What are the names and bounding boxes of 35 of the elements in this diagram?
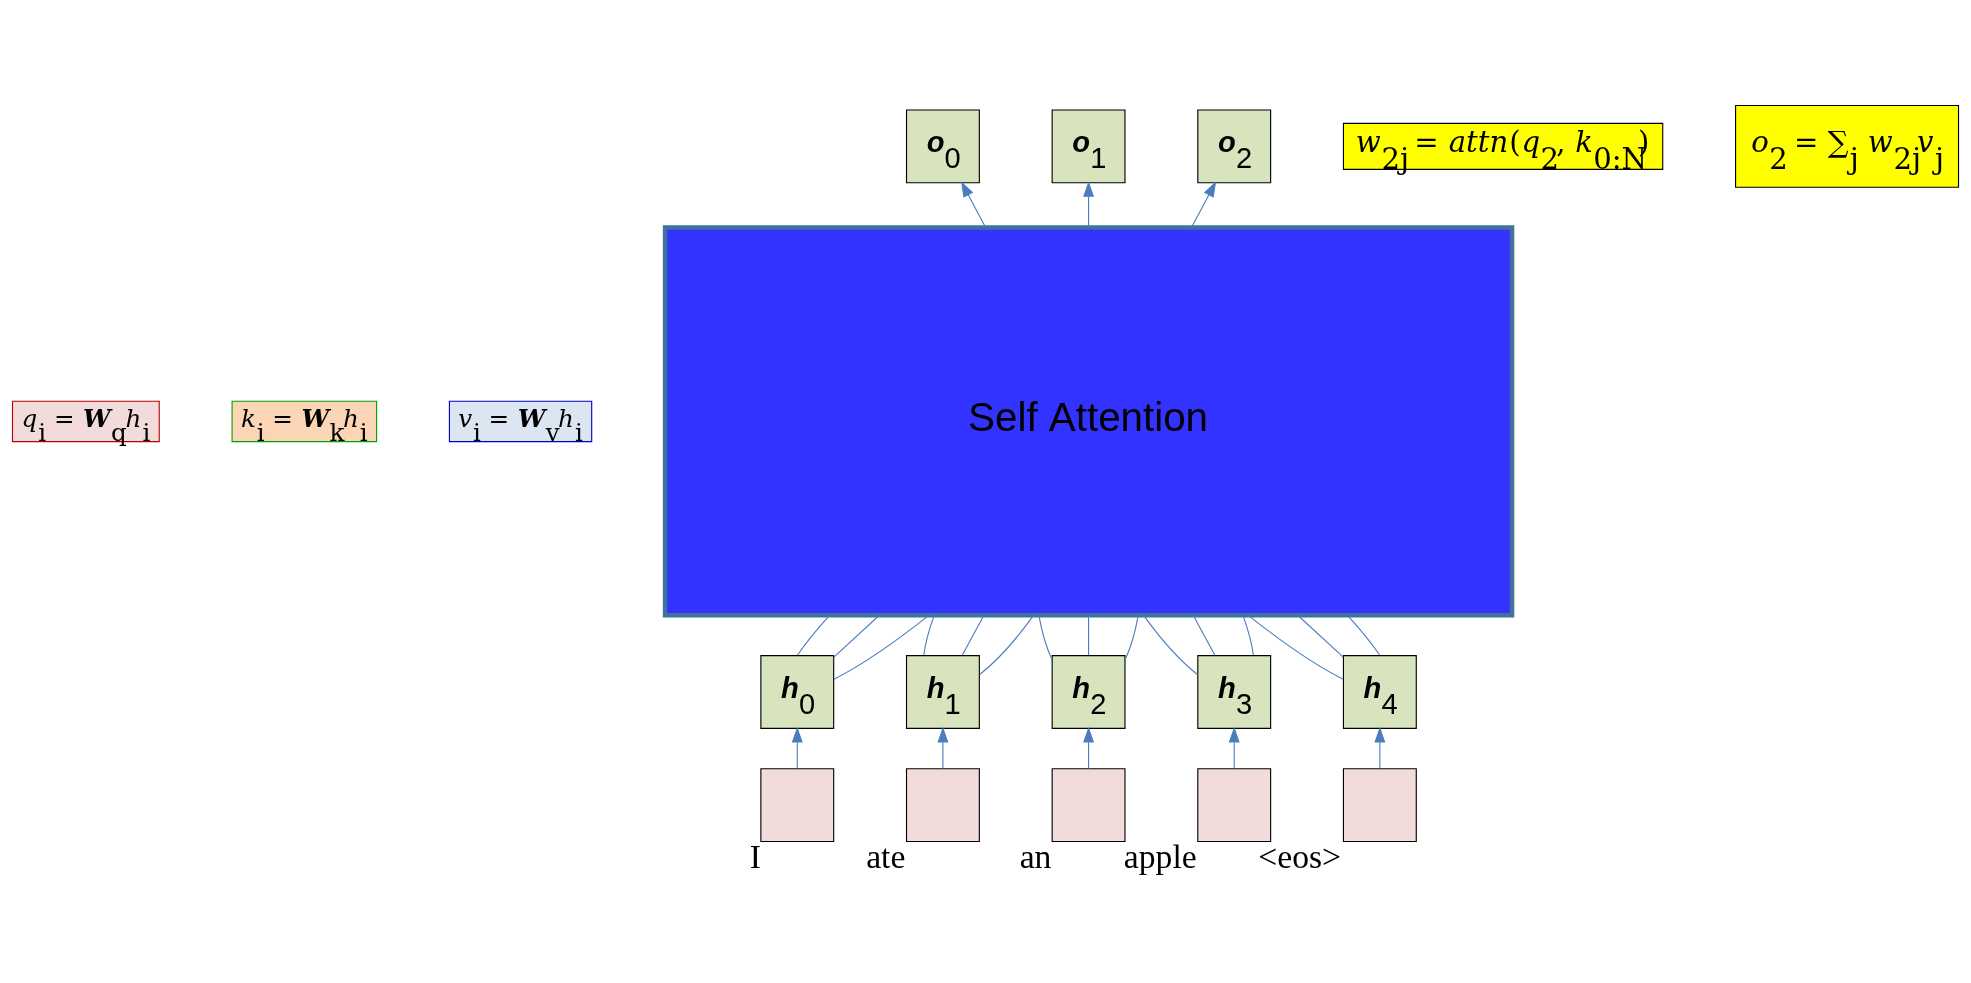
arrow <box>1083 726 1095 769</box>
connector <box>1297 614 1344 658</box>
arrow <box>961 180 987 228</box>
arrow <box>1228 726 1240 769</box>
connector <box>979 614 1035 675</box>
connector <box>1347 614 1381 656</box>
connector <box>796 614 830 656</box>
connector <box>833 614 880 658</box>
node-label: q <box>111 417 127 447</box>
node-box <box>905 767 980 842</box>
node-label: an <box>1019 837 1052 875</box>
connector <box>961 614 985 656</box>
node-box <box>1051 767 1126 842</box>
arrow <box>791 726 803 769</box>
arrow <box>1083 180 1095 228</box>
arrow <box>1374 726 1386 769</box>
node-box <box>1197 767 1272 842</box>
node-label: ate <box>866 837 906 875</box>
arrow <box>1190 180 1217 228</box>
node-label: I <box>749 837 761 875</box>
node-label: apple <box>1123 837 1197 875</box>
connector <box>1038 614 1053 660</box>
connector <box>1242 614 1254 656</box>
connector <box>1124 614 1139 660</box>
connector <box>1088 614 1090 656</box>
connector <box>1192 614 1216 656</box>
node-box <box>1342 767 1417 842</box>
node-box <box>760 767 835 842</box>
connector <box>1247 614 1344 680</box>
connector <box>833 614 930 680</box>
arrow <box>937 726 949 769</box>
node-label: <eos> <box>1258 837 1342 875</box>
connector <box>1143 614 1198 675</box>
node-box: Self Attention <box>662 224 1515 617</box>
connector <box>923 614 935 656</box>
